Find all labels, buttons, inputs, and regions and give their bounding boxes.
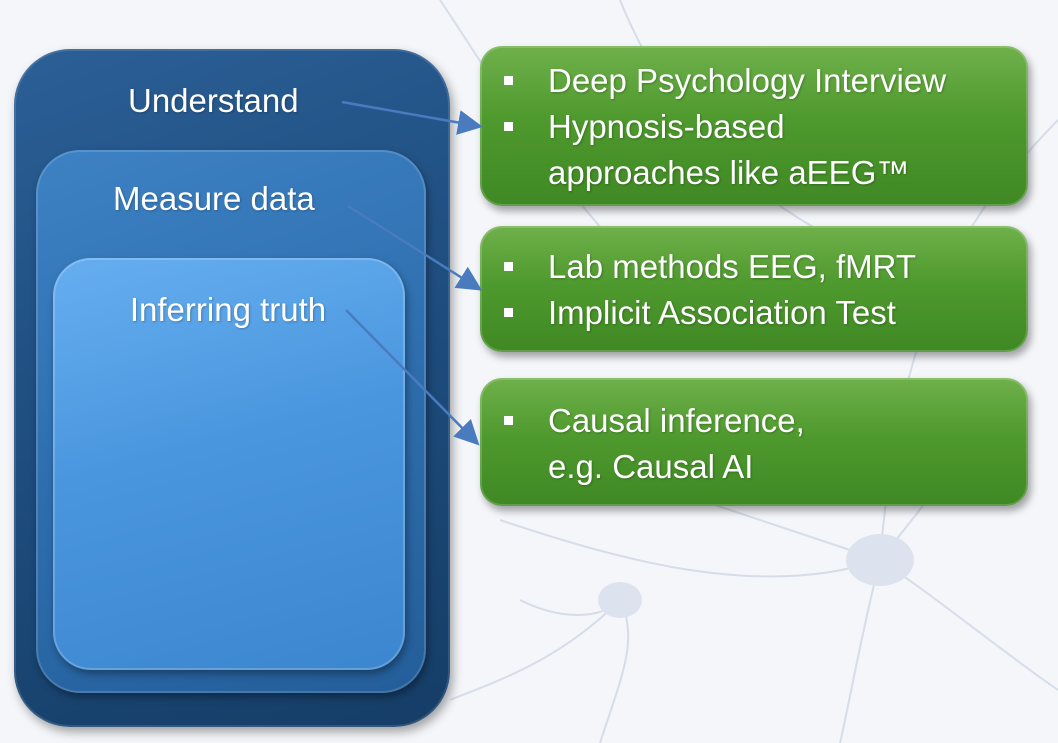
understand-label: Understand <box>128 82 299 119</box>
understand-methods-box: Deep Psychology Interview Hypnosis-based… <box>480 46 1028 206</box>
infer-methods-box: Causal inference, e.g. Causal AI <box>480 378 1028 506</box>
method-text: Implicit Association Test <box>548 294 896 331</box>
list-item: Implicit Association Test <box>500 290 1018 336</box>
square-bullet-icon <box>504 416 513 425</box>
square-bullet-icon <box>504 76 513 85</box>
list-item: Deep Psychology Interview <box>500 58 1018 104</box>
square-bullet-icon <box>504 122 513 131</box>
list-item: Lab methods EEG, fMRT <box>500 244 1018 290</box>
understand-methods-list: Deep Psychology Interview Hypnosis-based… <box>500 58 1018 196</box>
square-bullet-icon <box>504 262 513 271</box>
measure-data-label: Measure data <box>113 180 315 217</box>
square-bullet-icon <box>504 308 513 317</box>
method-text: Deep Psychology Interview <box>548 62 947 99</box>
list-item: Causal inference, e.g. Causal AI <box>500 398 1018 490</box>
method-text: Causal inference, e.g. Causal AI <box>548 402 805 485</box>
measure-methods-list: Lab methods EEG, fMRT Implicit Associati… <box>500 244 1018 336</box>
list-item: Hypnosis-based approaches like aEEG™ <box>500 104 1018 196</box>
measure-methods-box: Lab methods EEG, fMRT Implicit Associati… <box>480 226 1028 352</box>
method-text: Hypnosis-based approaches like aEEG™ <box>548 108 910 191</box>
method-text: Lab methods EEG, fMRT <box>548 248 917 285</box>
inferring-truth-label: Inferring truth <box>129 291 327 328</box>
infer-methods-list: Causal inference, e.g. Causal AI <box>500 398 1018 490</box>
